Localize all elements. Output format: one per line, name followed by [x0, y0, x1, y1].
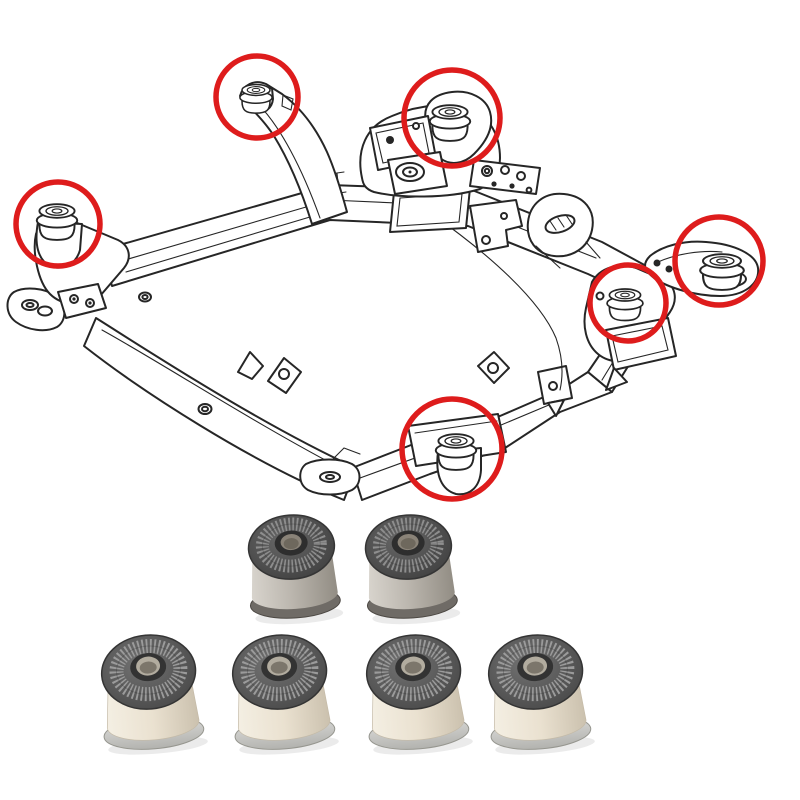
bushing-photo-3-style-b [96, 631, 209, 759]
diagram-bushing-marker-3 [35, 203, 79, 241]
annotation-circles [13, 53, 766, 502]
annotation-circle-front-left [213, 53, 301, 141]
bushing-photo-2-style-a [361, 512, 460, 627]
bushing-photo-5-style-b [361, 631, 474, 759]
bushing-photo-4-style-b [227, 631, 340, 759]
diagram-bushing-marker-6 [434, 433, 478, 471]
diagram-bushing-marker-5 [699, 253, 745, 291]
annotation-circle-front-center [401, 67, 503, 169]
annotation-circle-left-side [13, 179, 103, 269]
bushing-photo-6-style-b [483, 631, 596, 759]
left-dogbone-bracket [6, 287, 66, 332]
rear-tower [526, 192, 601, 269]
l-bracket [469, 199, 523, 253]
bolt-cluster-plate [469, 159, 541, 195]
bottom-left-rail [83, 317, 357, 501]
diagram-bushing-marker-2 [428, 104, 472, 142]
annotation-circle-rear-center [399, 396, 505, 502]
diagram-bushing-marker-1 [239, 83, 273, 114]
subframe-diagram [6, 81, 760, 501]
annotation-circle-rear-right-inner [587, 262, 669, 344]
diagram-bushing-marker-4 [606, 288, 644, 322]
bushing-photo-1-style-a [244, 512, 343, 627]
annotation-circle-rear-right-outer [672, 214, 766, 308]
replacement-bushings-photo [96, 512, 596, 758]
